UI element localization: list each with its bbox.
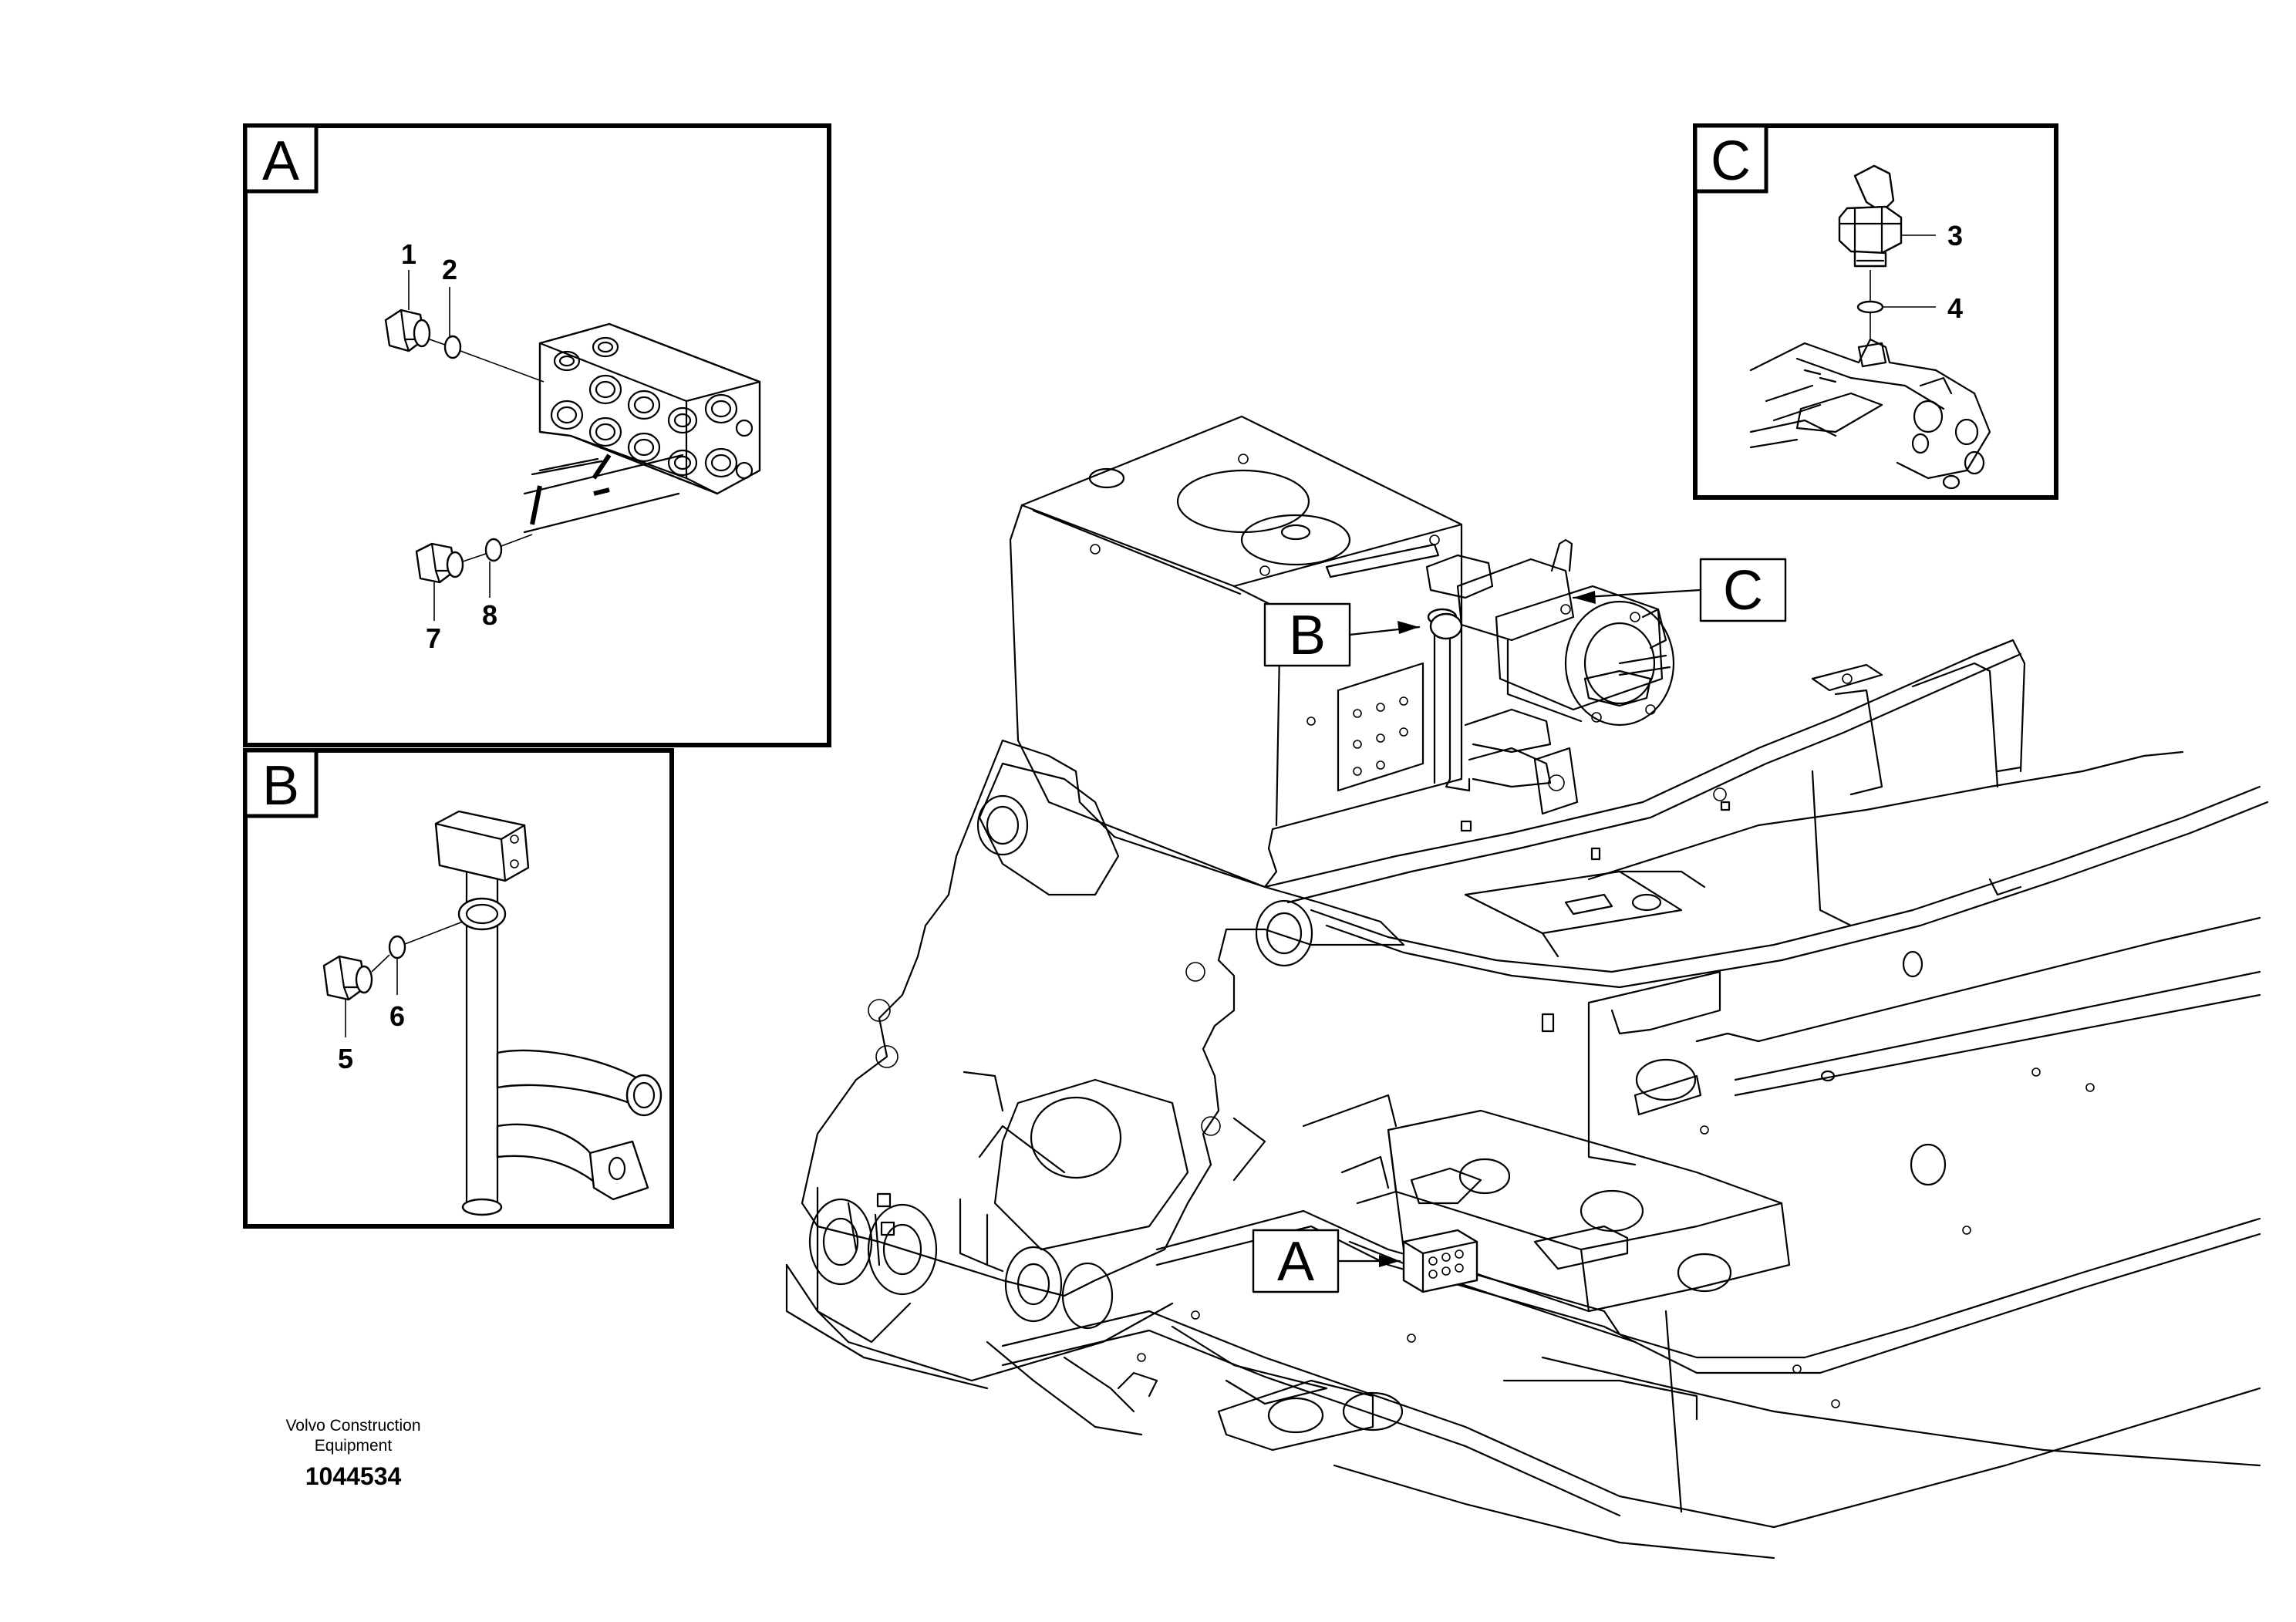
o-ring-2 xyxy=(443,335,462,359)
detail-view-a: A xyxy=(243,123,831,747)
pump-port-detail xyxy=(1749,338,1991,490)
hydraulic-pump xyxy=(1425,538,1675,727)
boom-foot-bracket xyxy=(785,739,1405,1390)
callout-4: 4 xyxy=(1947,292,1963,324)
manufacturer-line1: Volvo Construction xyxy=(285,1417,420,1435)
callout-5: 5 xyxy=(338,1043,353,1074)
location-marker-a-letter: A xyxy=(1277,1231,1314,1293)
o-ring-8 xyxy=(484,538,503,562)
pressure-sensor-3 xyxy=(1838,164,1903,268)
main-assembly-view xyxy=(785,415,2269,1560)
detail-view-a-letter: A xyxy=(262,130,299,192)
callout-8: 8 xyxy=(482,599,497,631)
location-marker-c[interactable]: C xyxy=(1572,558,1787,622)
tank-pipe xyxy=(434,810,663,1216)
callout-3: 3 xyxy=(1947,220,1963,251)
upper-frame xyxy=(1263,639,2269,1235)
detail-view-b: B 5 6 xyxy=(243,748,674,1229)
plug-7 xyxy=(415,542,464,584)
hydraulic-tank xyxy=(1009,415,1463,889)
drawing-credit: Volvo Construction Equipment 1044534 xyxy=(285,1417,420,1490)
plug-5 xyxy=(322,955,373,1001)
location-marker-b[interactable]: B xyxy=(1263,602,1421,667)
callout-1: 1 xyxy=(401,238,416,270)
drawing-number: 1044534 xyxy=(305,1462,402,1490)
location-marker-b-letter: B xyxy=(1289,605,1326,666)
detail-view-b-letter: B xyxy=(262,755,299,817)
detail-view-c: C 3 4 xyxy=(1693,123,2058,500)
suction-pipe xyxy=(1445,708,1579,815)
distribution-block xyxy=(523,322,761,534)
distribution-block-location xyxy=(1402,1229,1478,1293)
o-ring-4 xyxy=(1856,300,1884,314)
callout-2: 2 xyxy=(442,254,457,285)
location-marker-c-letter: C xyxy=(1723,560,1763,622)
manufacturer-line2: Equipment xyxy=(315,1437,393,1455)
lower-frame xyxy=(986,1094,2261,1560)
callout-6: 6 xyxy=(389,1000,405,1032)
callout-7: 7 xyxy=(426,622,441,654)
o-ring-6 xyxy=(388,935,406,959)
location-marker-a[interactable]: A xyxy=(1252,1229,1401,1293)
detail-view-c-letter: C xyxy=(1711,130,1751,192)
plug-1 xyxy=(384,309,431,352)
